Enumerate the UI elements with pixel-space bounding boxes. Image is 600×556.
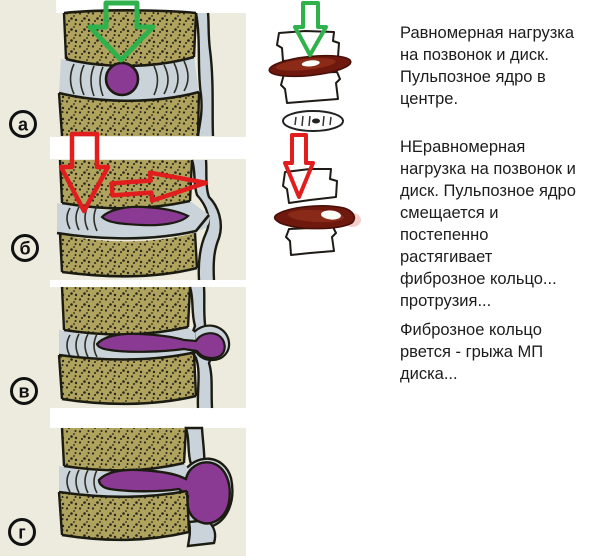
stage-marker-g: г	[8, 518, 36, 546]
disc-shifted-nucleus-sketch	[273, 205, 356, 230]
stage-marker-b: б	[11, 234, 39, 262]
annotation-even-load: Равномерная нагрузка на позвонок и диск.…	[400, 24, 575, 108]
vertebra-sketch-uneven-load	[273, 168, 361, 256]
stage-a-drawing	[57, 9, 215, 137]
vertebra-sketch-even-load	[268, 30, 352, 104]
nucleus-pulposus-centered	[104, 61, 140, 97]
stage-g-drawing	[57, 426, 234, 548]
stage-label-v: в	[18, 382, 29, 402]
even-load-arrow-icon	[87, 0, 156, 63]
vertebra-sketches	[268, 1, 361, 256]
shift-direction-arrow-icon	[109, 170, 209, 203]
disc-top-view-sketch	[282, 110, 344, 132]
uneven-load-arrow-icon	[58, 131, 111, 214]
nucleus-pulposus-extruding	[95, 332, 226, 360]
uneven-load-arrow-icon	[283, 133, 315, 199]
spine-stages-panel: а	[0, 0, 246, 556]
vertebra-sketch-panel	[253, 0, 378, 290]
nucleus-pulposus-shifted	[100, 205, 190, 227]
stage-v-drawing	[57, 286, 231, 409]
stage-label-g: г	[18, 523, 26, 543]
annotations-panel: Равномерная нагрузка на позвонок и диск.…	[400, 0, 590, 556]
even-load-arrow-icon	[293, 1, 328, 57]
stage-label-a: а	[18, 115, 29, 135]
annotation-uneven-load: НЕравномерная нагрузка на позвонок и дис…	[400, 138, 576, 310]
stage-marker-a: а	[9, 110, 37, 138]
annotation-rupture: Фиброзное кольцо рвется - грыжа МП диска…	[400, 321, 544, 383]
herniated-nucleus	[97, 461, 231, 525]
stage-label-b: б	[19, 239, 30, 259]
spine-stages-illustration: а	[8, 0, 246, 548]
stage-b-drawing	[56, 159, 223, 281]
stage-marker-v: в	[10, 377, 38, 405]
